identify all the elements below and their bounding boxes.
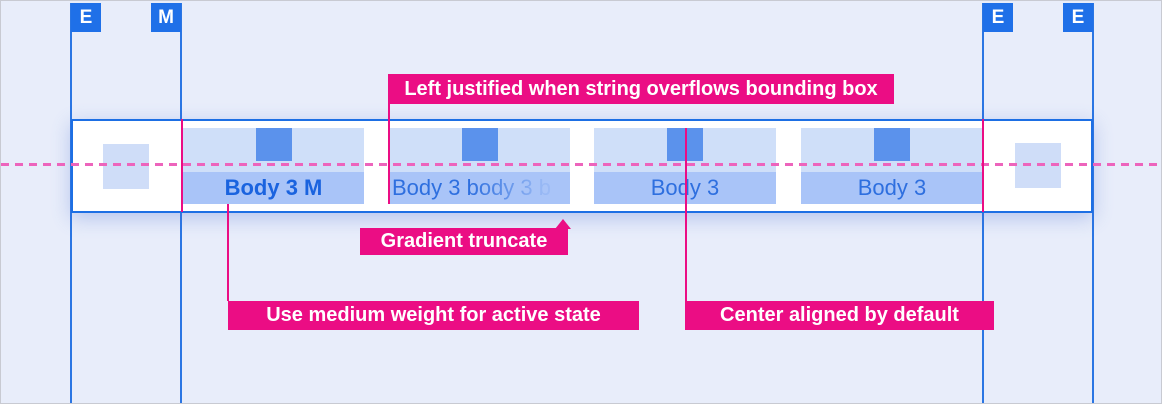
connector-line-margin xyxy=(181,119,183,212)
annotation-left-justified: Left justified when string overflows bou… xyxy=(388,74,894,104)
annotation-medium-weight: Use medium weight for active state xyxy=(228,301,639,330)
guide-line-right-edge xyxy=(1092,3,1094,403)
marker-margin: M xyxy=(151,3,181,32)
baseline-dashed-line xyxy=(1,163,1161,166)
connector-line-left-justified xyxy=(388,104,390,204)
tab-body3-b[interactable]: Body 3 xyxy=(801,128,983,204)
tab-label: Body 3 body 3 b xyxy=(389,172,570,204)
connector-line-right-margin xyxy=(982,119,984,212)
tab-body3m[interactable]: Body 3 M xyxy=(183,128,364,204)
tab-label: Body 3 M xyxy=(183,172,364,204)
connector-line-medium-weight xyxy=(227,204,229,301)
padding-square-left xyxy=(103,144,149,189)
marker-edge-right-outer: E xyxy=(1063,3,1093,32)
marker-edge-left: E xyxy=(71,3,101,32)
tab-indicator-square xyxy=(874,128,910,161)
tab-body3-overflow[interactable]: Body 3 body 3 b xyxy=(389,128,570,204)
tab-indicator-square xyxy=(255,128,292,161)
tab-indicator-square xyxy=(461,128,498,161)
annotation-text: Gradient truncate xyxy=(380,230,548,252)
marker-edge-right-inner: E xyxy=(983,3,1013,32)
caret-up-icon xyxy=(555,219,571,229)
annotation-gradient-truncate: Gradient truncate xyxy=(360,219,571,255)
connector-line-center-aligned xyxy=(685,128,687,301)
annotation-center-aligned: Center aligned by default xyxy=(685,301,994,330)
tab-label: Body 3 xyxy=(801,172,983,204)
gradient-truncate-fade xyxy=(470,172,570,204)
